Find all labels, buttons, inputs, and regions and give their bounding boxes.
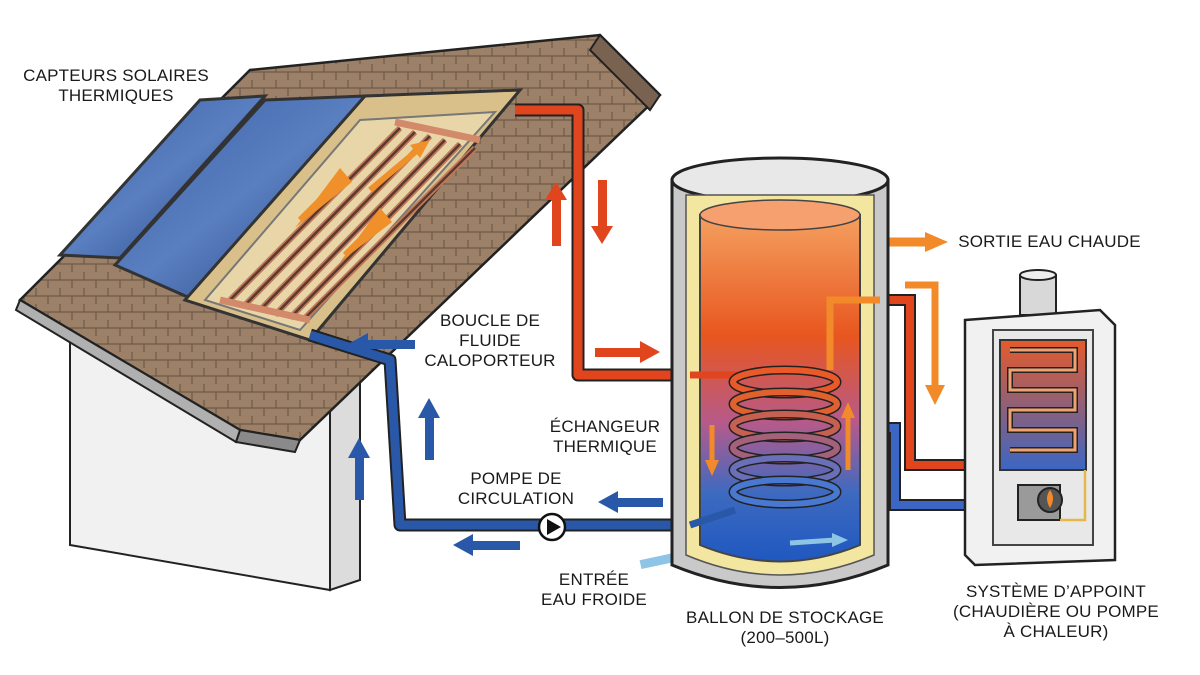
hot-outlet-pipe xyxy=(880,232,948,252)
backup-pipes xyxy=(880,281,975,511)
solar-collectors xyxy=(56,88,524,342)
label-fluid-loop: BOUCLE DE FLUIDE CALOPORTEUR xyxy=(424,311,556,370)
heat-exchanger-coil xyxy=(688,296,880,547)
label-backup-system: SYSTÈME D’APPOINT (CHAUDIÈRE OU POMPE À … xyxy=(953,582,1159,641)
label-collectors: CAPTEURS SOLAIRES THERMIQUES xyxy=(23,66,209,105)
hot-supply-pipe xyxy=(515,103,690,382)
collector-absorber-tubes xyxy=(219,118,481,324)
label-hot-water-outlet: SORTIE EAU CHAUDE xyxy=(958,232,1141,251)
label-storage-tank: BALLON DE STOCKAGE (200–500L) xyxy=(686,608,884,647)
backup-boiler xyxy=(963,269,1117,567)
label-circulation-pump: POMPE DE CIRCULATION xyxy=(457,469,575,508)
label-heat-exchanger: ÉCHANGEUR THERMIQUE xyxy=(549,417,661,456)
label-cold-water-inlet: ENTRÉE EAU FROIDE xyxy=(541,570,647,609)
flow-arrows xyxy=(348,180,700,570)
circulation-pump xyxy=(537,512,567,542)
